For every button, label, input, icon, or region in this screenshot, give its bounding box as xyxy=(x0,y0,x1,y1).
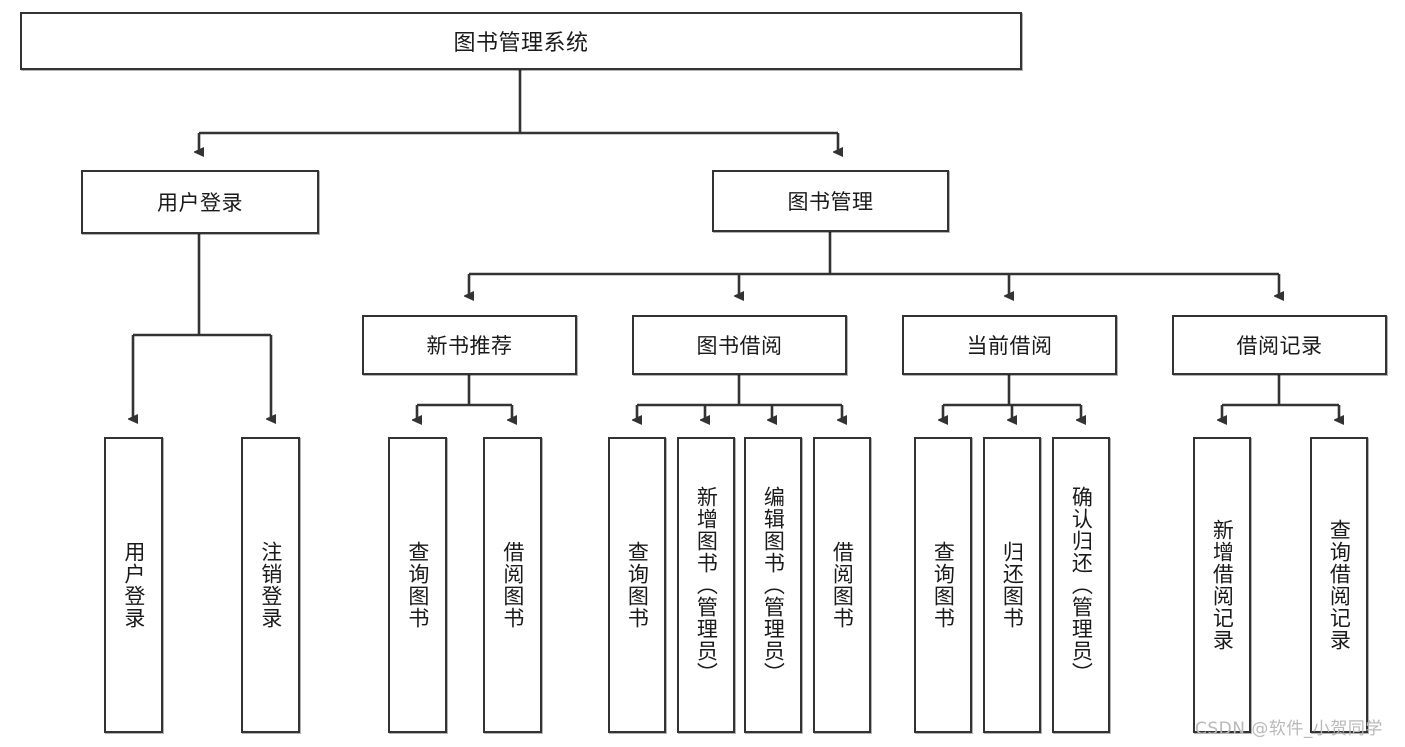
leaf-bookborrow-query-book[interactable]: 查询图书 xyxy=(608,437,666,733)
leaf-bookborrow-add-book-label: 新增图书（管理员） xyxy=(694,486,719,684)
watermark: CSDN @软件_小贺同学 xyxy=(1195,719,1383,739)
leaf-bookborrow-edit-book-label: 编辑图书（管理员） xyxy=(761,486,786,684)
leaf-user-login[interactable]: 用户登录 xyxy=(104,437,163,733)
node-user-login[interactable]: 用户登录 xyxy=(81,170,319,234)
leaf-bookborrow-edit-book[interactable]: 编辑图书（管理员） xyxy=(744,437,802,733)
node-borrow-record[interactable]: 借阅记录 xyxy=(1172,315,1387,375)
leaf-newbook-query-book-label: 查询图书 xyxy=(405,541,430,629)
leaf-newbook-borrow-book-label: 借阅图书 xyxy=(500,541,525,629)
leaf-currentborrow-confirm-return[interactable]: 确认归还（管理员） xyxy=(1052,437,1110,733)
leaf-logout-label: 注销登录 xyxy=(258,541,283,629)
node-borrow-record-label: 借阅记录 xyxy=(1236,334,1323,358)
node-user-login-label: 用户登录 xyxy=(157,191,243,215)
node-current-borrow-label: 当前借阅 xyxy=(966,334,1053,358)
node-book-management-label: 图书管理 xyxy=(787,190,874,214)
leaf-bookborrow-borrow-book[interactable]: 借阅图书 xyxy=(813,437,871,733)
leaf-bookborrow-query-book-label: 查询图书 xyxy=(625,541,650,629)
leaf-currentborrow-query-book[interactable]: 查询图书 xyxy=(914,437,972,733)
leaf-logout[interactable]: 注销登录 xyxy=(241,437,300,733)
leaf-borrowrecord-query-record-label: 查询借阅记录 xyxy=(1327,519,1352,651)
leaf-newbook-borrow-book[interactable]: 借阅图书 xyxy=(483,437,542,733)
node-book-borrow-label: 图书借阅 xyxy=(696,334,783,358)
leaf-borrowrecord-add-record-label: 新增借阅记录 xyxy=(1210,519,1235,651)
node-book-management[interactable]: 图书管理 xyxy=(712,170,949,232)
leaf-currentborrow-return-book[interactable]: 归还图书 xyxy=(983,437,1041,733)
node-current-borrow[interactable]: 当前借阅 xyxy=(902,315,1117,375)
leaf-currentborrow-confirm-return-label: 确认归还（管理员） xyxy=(1069,486,1094,684)
leaf-currentborrow-query-book-label: 查询图书 xyxy=(931,541,956,629)
leaf-borrowrecord-add-record[interactable]: 新增借阅记录 xyxy=(1193,437,1251,733)
node-root[interactable]: 图书管理系统 xyxy=(20,12,1022,70)
node-root-label: 图书管理系统 xyxy=(453,31,589,56)
leaf-bookborrow-add-book[interactable]: 新增图书（管理员） xyxy=(677,437,735,733)
node-book-borrow[interactable]: 图书借阅 xyxy=(632,315,847,375)
node-new-book-recommend[interactable]: 新书推荐 xyxy=(362,315,577,375)
leaf-newbook-query-book[interactable]: 查询图书 xyxy=(388,437,447,733)
leaf-user-login-label: 用户登录 xyxy=(121,541,146,629)
leaf-currentborrow-return-book-label: 归还图书 xyxy=(1000,541,1025,629)
node-new-book-recommend-label: 新书推荐 xyxy=(426,334,513,358)
leaf-bookborrow-borrow-book-label: 借阅图书 xyxy=(830,541,855,629)
leaf-borrowrecord-query-record[interactable]: 查询借阅记录 xyxy=(1310,437,1368,733)
